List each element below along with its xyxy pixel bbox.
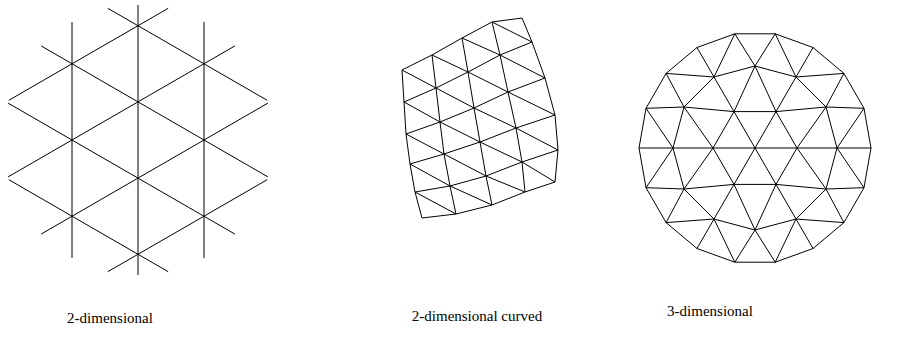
flat-lattice: [8, 5, 268, 275]
curved-mesh: [402, 18, 558, 218]
figure-label: 2-dimensional curved: [412, 307, 542, 325]
figure-label: 2-dimensional: [67, 309, 153, 327]
figure-label: 3-dimensional: [667, 302, 753, 320]
geodesic-sphere: [639, 34, 871, 262]
